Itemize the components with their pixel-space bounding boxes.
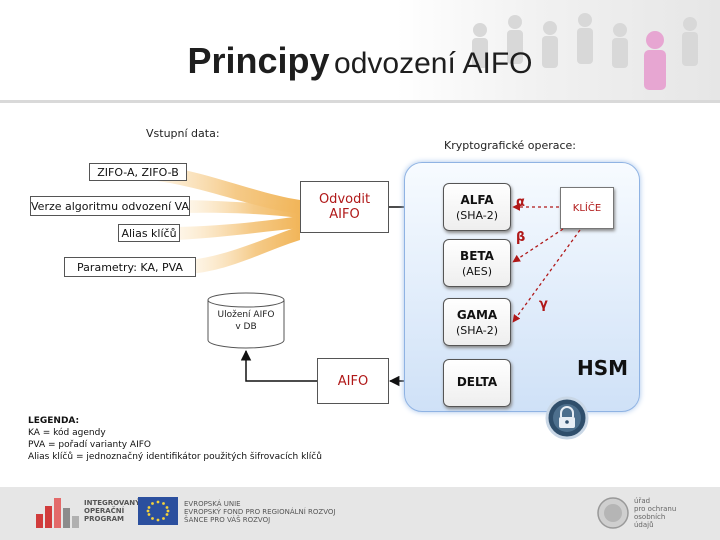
db-line2: v DB (235, 322, 257, 332)
db-line1: Uložení AIFO (217, 310, 275, 320)
op-gama-name: GAMA (456, 308, 498, 322)
people-decoration (472, 13, 698, 90)
op-beta: BETA (AES) (443, 239, 511, 287)
header-band (0, 0, 720, 100)
lock-icon (545, 396, 589, 440)
key-arrow-beta (512, 228, 564, 263)
greek-beta: β (516, 230, 526, 245)
zifo-input-box: ZIFO-A, ZIFO-B (89, 163, 187, 181)
aifo-result-box: AIFO (317, 358, 389, 404)
iop-line3: PROGRAM (84, 515, 124, 523)
eu-line3: ŠANCE PRO VÁŠ ROZVOJ (184, 516, 271, 524)
op-gama-sub: (SHA-2) (455, 324, 499, 337)
iop-logo-text: INTEGROVANÝ OPERAČNÍ PROGRAM (84, 499, 140, 523)
op-alfa-sub: (SHA-2) (455, 209, 499, 222)
alias-input-box: Alias klíčů (118, 224, 180, 242)
keys-box: KLÍČE (560, 187, 614, 229)
params-input-box: Parametry: KA, PVA (64, 257, 196, 277)
eu-line1: EVROPSKÁ UNIE (184, 500, 241, 508)
op-delta: DELTA (443, 359, 511, 407)
office-line4: údajů (634, 521, 654, 529)
eu-logo-text: EVROPSKÁ UNIE EVROPSKÝ FOND PRO REGIONÁL… (184, 500, 335, 524)
op-gama: GAMA (SHA-2) (443, 298, 511, 346)
title-part1: Principy (187, 40, 330, 81)
op-beta-name: BETA (460, 249, 494, 263)
legend-pva: PVA = pořadí varianty AIFO (28, 440, 151, 450)
iop-line1: INTEGROVANÝ (84, 499, 141, 507)
office-logo-text: úřad pro ochranu osobních údajů (634, 497, 676, 529)
legend-heading: LEGENDA: (28, 416, 80, 426)
greek-gamma: γ (539, 297, 548, 312)
header-divider (0, 100, 720, 103)
office-seal-icon (597, 497, 629, 529)
derive-line2: AIFO (329, 207, 360, 222)
legend-alias: Alias klíčů = jednoznačný identifikátor … (28, 452, 322, 462)
version-input-box: Verze algoritmu odvození VA (30, 196, 190, 216)
eu-line2: EVROPSKÝ FOND PRO REGIONÁLNÍ ROZVOJ (184, 508, 336, 516)
input-data-label: Vstupní data: (146, 127, 220, 140)
eu-flag-icon (138, 497, 178, 525)
op-alfa-name: ALFA (460, 193, 494, 207)
greek-alpha: α (516, 195, 525, 210)
hsm-label: HSM (577, 356, 629, 380)
office-line1: úřad (634, 497, 651, 505)
legend: LEGENDA: KA = kód agendy PVA = pořadí va… (28, 415, 322, 463)
crypto-ops-label: Kryptografické operace: (444, 139, 576, 152)
key-arrow-gamma (512, 229, 581, 323)
arrow-aifo-to-db (240, 349, 317, 382)
derive-aifo-box: Odvodit AIFO (300, 181, 389, 233)
derive-line1: Odvodit (318, 192, 371, 207)
office-line2: pro ochranu (634, 505, 677, 513)
op-delta-name: DELTA (456, 375, 498, 389)
title-part2: odvození AIFO (334, 47, 533, 80)
iop-line2: OPERAČNÍ (84, 507, 125, 515)
iop-logo-mark (36, 498, 79, 528)
office-line3: osobních (634, 513, 666, 521)
db-label: Uložení AIFO v DB (206, 309, 286, 333)
op-beta-sub: (AES) (461, 265, 493, 278)
op-alfa: ALFA (SHA-2) (443, 183, 511, 231)
db-cylinder (207, 292, 285, 349)
legend-ka: KA = kód agendy (28, 428, 106, 438)
page-title: Principy odvození AIFO (0, 40, 720, 82)
